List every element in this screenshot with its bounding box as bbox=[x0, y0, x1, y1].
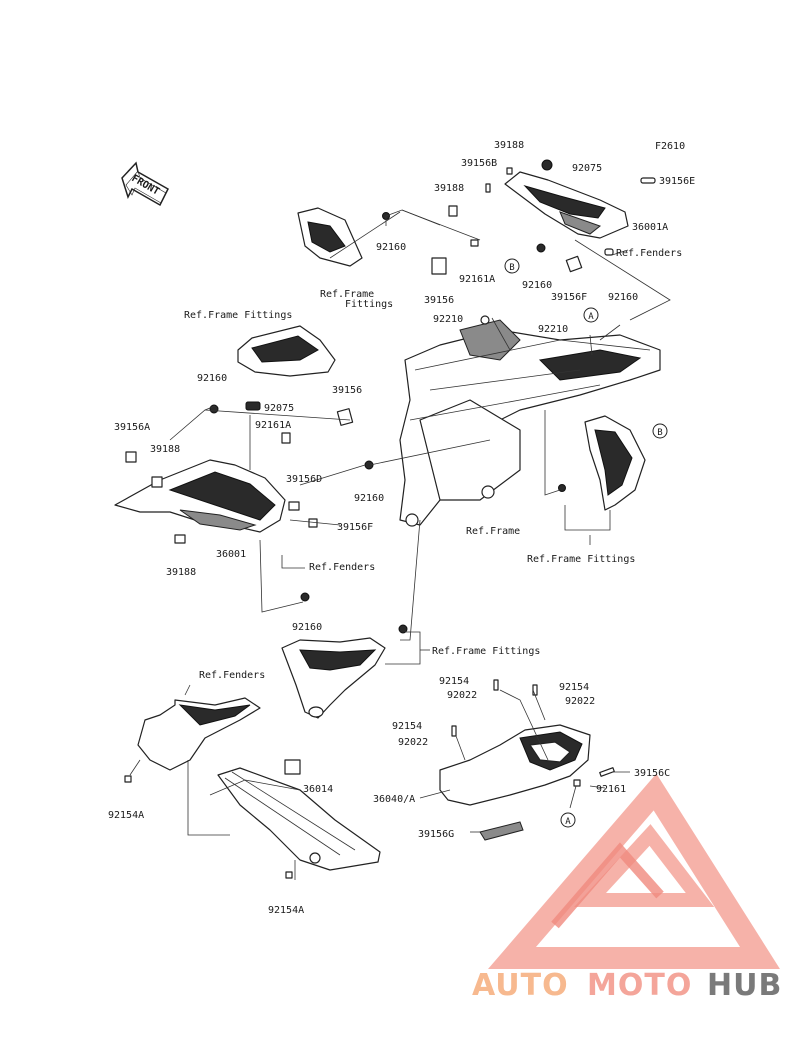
watermark-text: AUTO MOTO HUB bbox=[472, 968, 782, 1003]
label-39156F-mid: 39156F bbox=[337, 522, 373, 533]
frame-fitting-right bbox=[558, 415, 646, 511]
label-92154A-left: 92154A bbox=[108, 810, 144, 821]
watermark-hub: HUB bbox=[707, 968, 782, 1003]
label-92022-b: 92022 bbox=[565, 696, 595, 707]
label-92160-d: 92160 bbox=[197, 373, 227, 384]
label-39156F-top: 39156F bbox=[551, 292, 587, 303]
left-side-cover bbox=[114, 451, 374, 544]
label-39188-bot: 39188 bbox=[166, 567, 196, 578]
label-92154-a: 92154 bbox=[439, 676, 469, 687]
callout-B-right: B bbox=[652, 423, 668, 439]
label-92160-e: 92160 bbox=[354, 493, 384, 504]
svg-text:A: A bbox=[588, 312, 594, 322]
label-ref-frame: Ref.Frame bbox=[466, 526, 520, 537]
label-92160-c: 92160 bbox=[608, 292, 638, 303]
label-36040A: 36040/A bbox=[373, 794, 415, 805]
label-ref-fenders-low: Ref.Fenders bbox=[199, 670, 265, 681]
label-92161A-top: 92161A bbox=[459, 274, 495, 285]
upper-right-cover bbox=[431, 159, 656, 275]
tail-cover bbox=[439, 679, 615, 841]
part-labels: 39188 39156B 92075 39156E 39188 36001A 9… bbox=[108, 140, 695, 916]
label-92160-f: 92160 bbox=[292, 622, 322, 633]
label-92154-c: 92154 bbox=[392, 721, 422, 732]
inner-fender bbox=[124, 697, 381, 879]
label-ref-frame-fittings-left: Ref.Frame Fittings bbox=[184, 310, 292, 321]
label-ref-frame-fittings-top-2: Fittings bbox=[345, 299, 393, 310]
frame-fitting-left bbox=[209, 325, 354, 444]
front-arrow-icon: FRONT bbox=[121, 161, 169, 207]
label-39156-top: 39156 bbox=[424, 295, 454, 306]
label-92161: 92161 bbox=[596, 784, 626, 795]
label-92210-b: 92210 bbox=[538, 324, 568, 335]
label-39156G: 39156G bbox=[418, 829, 454, 840]
label-39188-top: 39188 bbox=[494, 140, 524, 151]
svg-text:A: A bbox=[565, 817, 571, 827]
watermark-logo bbox=[488, 773, 780, 969]
label-ref-frame-fittings-top: Ref.Frame bbox=[320, 289, 374, 300]
main-frame bbox=[399, 315, 661, 527]
leader-lines bbox=[129, 209, 671, 880]
label-92075-mid: 92075 bbox=[264, 403, 294, 414]
watermark-auto: AUTO bbox=[472, 968, 569, 1003]
label-92154A-bot: 92154A bbox=[268, 905, 304, 916]
label-ref-fenders-top: Ref.Fenders bbox=[616, 248, 682, 259]
label-92022-c: 92022 bbox=[398, 737, 428, 748]
callout-A-top: A bbox=[583, 307, 599, 323]
label-39188-left: 39188 bbox=[150, 444, 180, 455]
label-39156-mid: 39156 bbox=[332, 385, 362, 396]
label-92075-top: 92075 bbox=[572, 163, 602, 174]
label-39156C: 39156C bbox=[634, 768, 670, 779]
label-39188-mid: 39188 bbox=[434, 183, 464, 194]
svg-text:B: B bbox=[509, 263, 514, 273]
callout-A-bottom: A bbox=[560, 812, 576, 828]
label-92161A-mid: 92161A bbox=[255, 420, 291, 431]
frame-fitting-top bbox=[297, 207, 390, 267]
label-39156D: 39156D bbox=[286, 474, 322, 485]
label-92154-b: 92154 bbox=[559, 682, 589, 693]
watermark-moto: MOTO bbox=[587, 968, 692, 1003]
label-ref-fenders-mid: Ref.Fenders bbox=[309, 562, 375, 573]
label-ref-frame-fittings-right: Ref.Frame Fittings bbox=[527, 554, 635, 565]
label-92160-b: 92160 bbox=[522, 280, 552, 291]
label-39156B: 39156B bbox=[461, 158, 497, 169]
label-92022-a: 92022 bbox=[447, 690, 477, 701]
label-36014: 36014 bbox=[303, 784, 333, 795]
label-ref-frame-fittings-low: Ref.Frame Fittings bbox=[432, 646, 540, 657]
label-92210-a: 92210 bbox=[433, 314, 463, 325]
figure-code: F2610 bbox=[655, 141, 685, 152]
label-39156E: 39156E bbox=[659, 176, 695, 187]
label-92160-a: 92160 bbox=[376, 242, 406, 253]
label-36001: 36001 bbox=[216, 549, 246, 560]
svg-text:B: B bbox=[657, 428, 662, 438]
label-39156A: 39156A bbox=[114, 422, 150, 433]
callout-B-top: B bbox=[504, 258, 520, 274]
lower-center-cover bbox=[281, 592, 408, 719]
label-36001A: 36001A bbox=[632, 222, 668, 233]
